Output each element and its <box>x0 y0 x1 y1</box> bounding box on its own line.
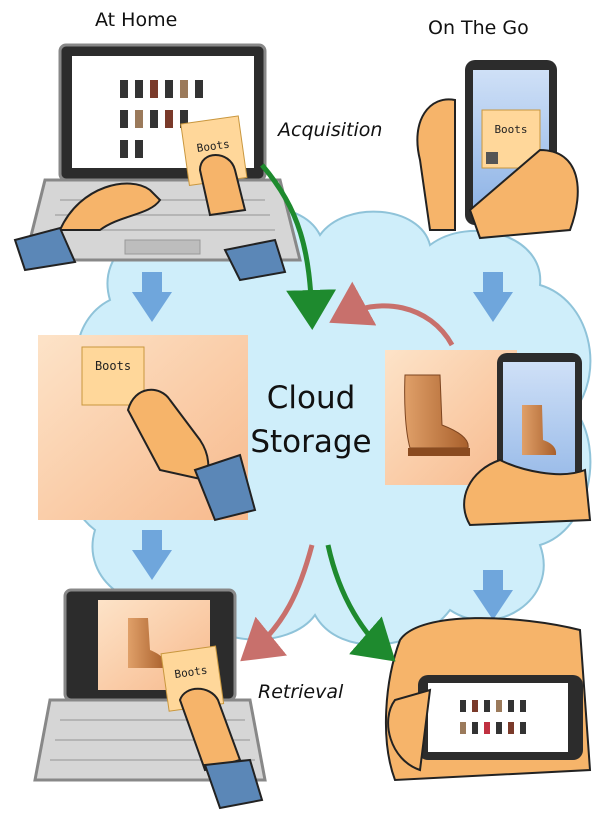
retrieval-arrow-red <box>240 544 315 662</box>
cloud-title-line-1: Cloud <box>266 380 356 416</box>
flow-arrow-home-top <box>132 272 172 322</box>
laptop-bottom-left: Boots <box>33 588 267 810</box>
laptop-top-left: Boots <box>13 43 302 282</box>
header-on-the-go: On The Go <box>428 17 529 39</box>
acquisition-arrow-green <box>260 163 337 330</box>
note-text-4: Boots <box>174 664 209 681</box>
camera-capture-right <box>385 350 592 527</box>
cloud-title-line-2: Storage <box>250 424 372 460</box>
retrieval-arrow-green <box>325 544 396 662</box>
note-text-3: Boots <box>95 359 131 373</box>
flow-arrow-go-bottom <box>473 570 513 620</box>
note-text-1: Boots <box>196 138 231 155</box>
label-acquisition: Acquisition <box>278 119 383 141</box>
label-retrieval: Retrieval <box>258 681 344 703</box>
header-at-home: At Home <box>95 9 178 31</box>
note-text-2: Boots <box>494 123 527 136</box>
phone-top-right: Boots <box>416 60 579 240</box>
phone-bottom-right <box>384 617 592 782</box>
flow-arrow-home-bottom <box>132 530 172 580</box>
cloud-shape <box>66 206 592 646</box>
flow-arrow-go-top <box>473 272 513 322</box>
acquisition-arrow-red <box>329 281 455 347</box>
tabletop-panel-left: Boots <box>38 335 257 522</box>
